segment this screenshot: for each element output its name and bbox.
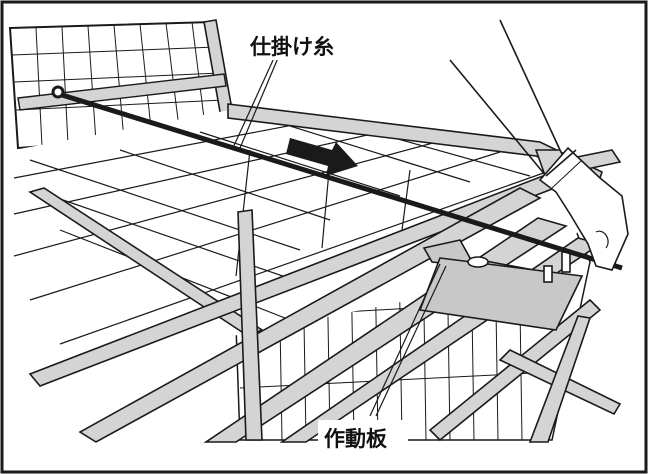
trigger-string-label: 仕掛け糸 [249, 35, 334, 59]
pull-direction-arrow [286, 138, 358, 176]
trigger-string-label-bg [244, 30, 354, 60]
actuator-plate [418, 239, 584, 331]
actuator-plate-label-bg [318, 420, 408, 452]
gloved-hand [449, 19, 629, 271]
trigger-string [51, 85, 623, 271]
actuator-plate-label: 作動板 [324, 427, 388, 451]
label-leader-lines [231, 57, 447, 417]
